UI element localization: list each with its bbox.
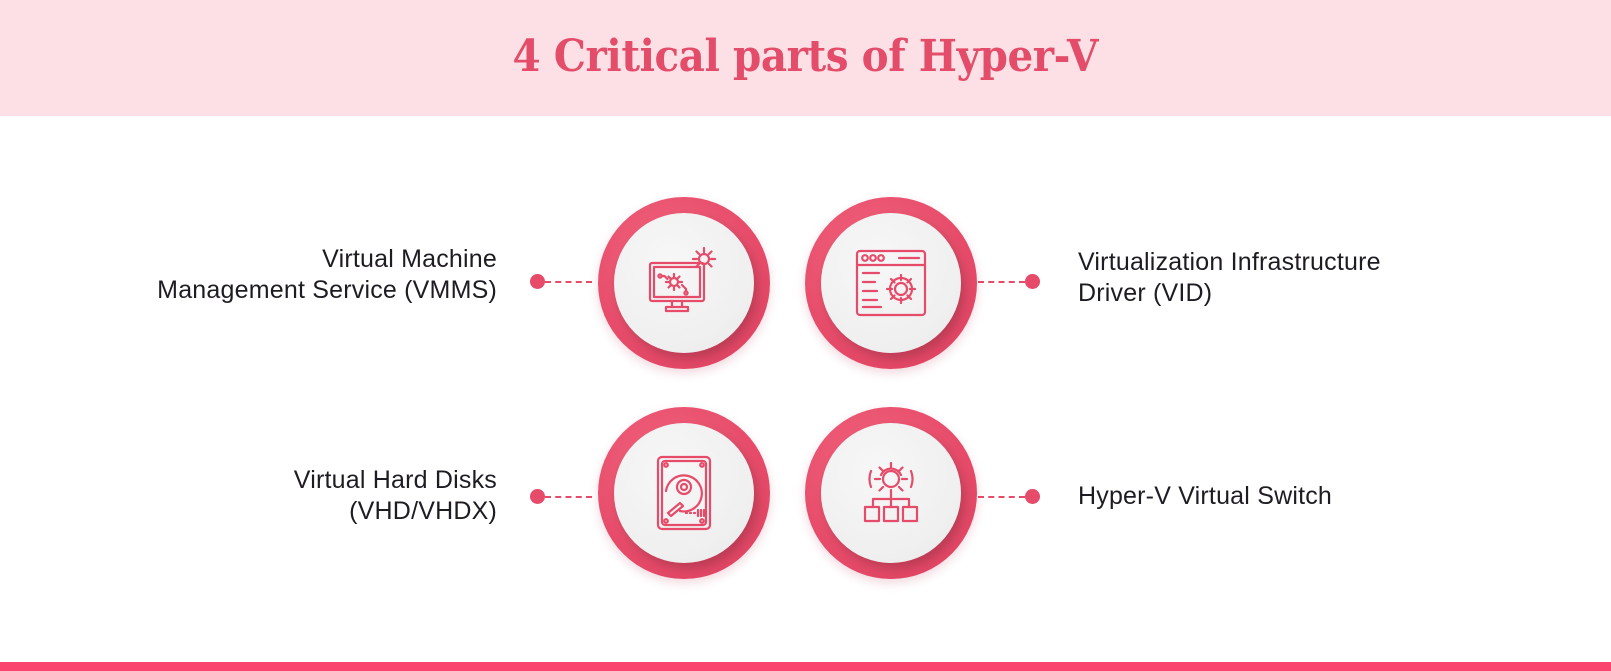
connector-dot: [530, 274, 545, 289]
connector-dash: [978, 281, 1025, 283]
monitor-gears-icon: [648, 246, 717, 313]
connector-vmms: [530, 274, 592, 290]
browser-window-gear-icon: [855, 249, 927, 317]
bottom-accent-bar: [0, 662, 1611, 671]
node-virtual-switch: [805, 407, 977, 579]
connector-dot: [1025, 274, 1040, 289]
label-vid: Virtualization Infrastructure Driver (VI…: [1078, 247, 1381, 309]
label-vid-line-2: Driver (VID): [1078, 279, 1213, 307]
node-vmms: [598, 197, 770, 369]
node-inner-circle: [821, 423, 961, 563]
label-vhd: Virtual Hard Disks (VHD/VHDX): [294, 465, 497, 527]
gear-network-switch-icon: [863, 461, 919, 523]
connector-vhd: [530, 489, 592, 505]
page-title: 4 Critical parts of Hyper-V: [512, 30, 1099, 82]
connector-dot: [530, 489, 545, 504]
label-virtual-switch: Hyper-V Virtual Switch: [1078, 481, 1332, 512]
label-vmms: Virtual Machine Management Service (VMMS…: [157, 244, 497, 306]
label-vmms-line-2: Management Service (VMMS): [157, 276, 497, 304]
node-vid: [805, 197, 977, 369]
label-vhd-line-2: (VHD/VHDX): [349, 497, 497, 525]
node-inner-circle: [821, 213, 961, 353]
node-inner-circle: [614, 213, 754, 353]
connector-vid: [978, 274, 1040, 290]
hard-disk-icon: [656, 455, 712, 531]
connector-virtual-switch: [978, 489, 1040, 505]
connector-dash: [545, 281, 592, 283]
connector-dot: [1025, 489, 1040, 504]
node-vhd: [598, 407, 770, 579]
node-inner-circle: [614, 423, 754, 563]
label-vhd-line-1: Virtual Hard Disks: [293, 466, 497, 494]
title-banner: 4 Critical parts of Hyper-V: [0, 0, 1611, 116]
label-vmms-line-1: Virtual Machine: [322, 245, 497, 273]
label-virtual-switch-line-1: Hyper-V Virtual Switch: [1078, 482, 1333, 510]
connector-dash: [978, 496, 1025, 498]
connector-dash: [545, 496, 592, 498]
label-vid-line-1: Virtualization Infrastructure: [1078, 248, 1381, 276]
